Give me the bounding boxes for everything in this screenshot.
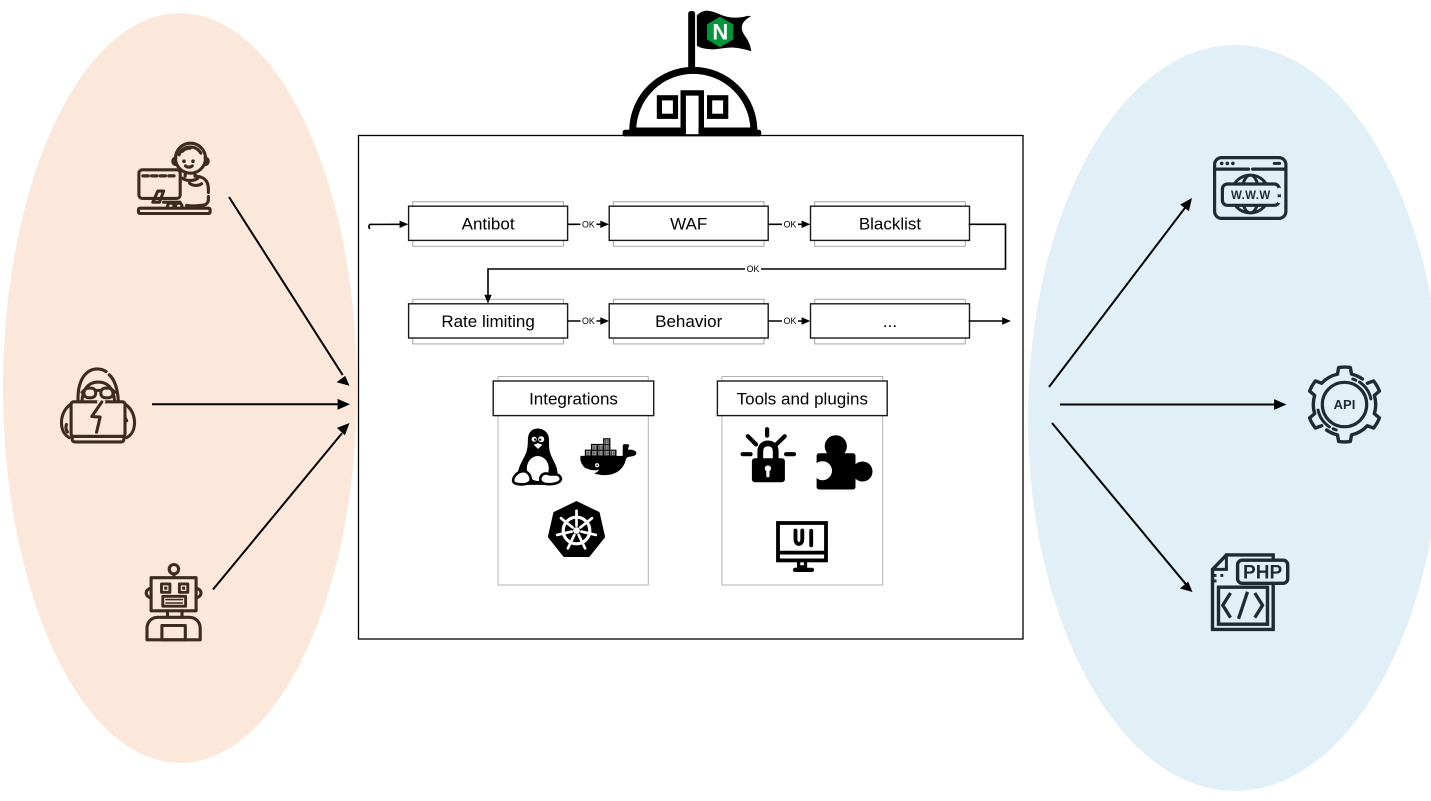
svg-text:Tools and plugins: Tools and plugins bbox=[737, 389, 868, 408]
svg-text:Behavior: Behavior bbox=[655, 312, 722, 331]
svg-text:OK: OK bbox=[784, 220, 797, 230]
svg-text:OK: OK bbox=[784, 316, 797, 326]
svg-text:Integrations: Integrations bbox=[529, 389, 618, 408]
svg-text:N: N bbox=[712, 19, 728, 44]
svg-text:OK: OK bbox=[582, 220, 595, 230]
svg-text:WAF: WAF bbox=[670, 215, 707, 234]
svg-text:API: API bbox=[1334, 397, 1356, 412]
svg-text:OK: OK bbox=[747, 264, 760, 274]
svg-text:Rate limiting: Rate limiting bbox=[441, 312, 535, 331]
svg-text:PHP: PHP bbox=[1243, 562, 1282, 583]
svg-text:Antibot: Antibot bbox=[462, 215, 515, 234]
svg-text:...: ... bbox=[883, 312, 897, 331]
svg-text:OK: OK bbox=[582, 316, 595, 326]
svg-text:W.W.W: W.W.W bbox=[1231, 190, 1271, 202]
svg-text:Blacklist: Blacklist bbox=[859, 215, 922, 234]
